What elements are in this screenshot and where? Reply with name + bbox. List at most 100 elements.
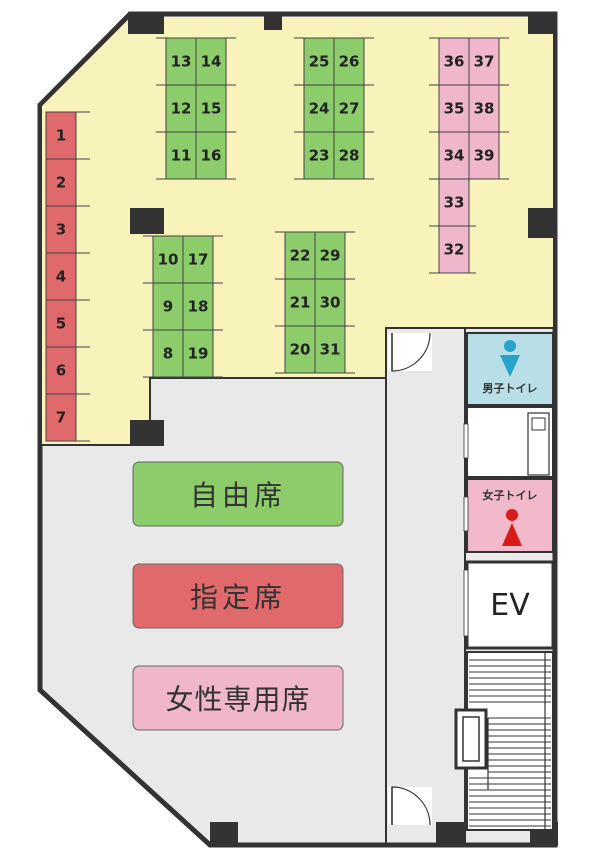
seat[interactable]: 11 bbox=[165, 131, 197, 180]
seat-number: 27 bbox=[339, 100, 360, 118]
seat[interactable]: 5 bbox=[45, 299, 77, 348]
seat[interactable]: 6 bbox=[45, 346, 77, 395]
seat[interactable]: 19 bbox=[182, 329, 214, 378]
pillar bbox=[264, 12, 282, 30]
seat[interactable]: 26 bbox=[333, 37, 365, 86]
seat-box bbox=[333, 84, 365, 133]
female-restroom-icon bbox=[502, 509, 522, 546]
seat[interactable]: 39 bbox=[468, 131, 500, 180]
seat[interactable]: 34 bbox=[438, 131, 470, 180]
male-restroom-icon bbox=[500, 340, 520, 377]
elevator[interactable] bbox=[465, 560, 555, 650]
door-swing-icon bbox=[388, 332, 432, 372]
seat[interactable]: 21 bbox=[284, 278, 316, 327]
door-frame bbox=[463, 496, 469, 532]
sink-basin bbox=[531, 417, 546, 431]
seat-number: 26 bbox=[339, 53, 360, 71]
seat-box bbox=[468, 37, 500, 86]
seat-number: 3 bbox=[56, 221, 66, 239]
seat[interactable]: 1 bbox=[45, 111, 77, 160]
seat-number: 39 bbox=[474, 147, 495, 165]
seat[interactable]: 15 bbox=[195, 84, 227, 133]
seat-number: 19 bbox=[188, 345, 209, 363]
seat[interactable]: 36 bbox=[438, 37, 470, 86]
seat-number: 2 bbox=[56, 174, 66, 192]
seat-number: 22 bbox=[290, 247, 311, 265]
seat[interactable]: 20 bbox=[284, 325, 316, 374]
seat[interactable]: 31 bbox=[314, 325, 346, 374]
seat-box bbox=[303, 84, 335, 133]
seat-box bbox=[45, 393, 77, 442]
seat[interactable]: 8 bbox=[152, 329, 184, 378]
legend: 自由席 指定席 女性専用席 bbox=[132, 461, 344, 731]
seat-number: 10 bbox=[158, 251, 179, 269]
seat[interactable]: 3 bbox=[45, 205, 77, 254]
seat-number: 8 bbox=[163, 345, 173, 363]
seat-number: 14 bbox=[201, 53, 222, 71]
seat[interactable]: 12 bbox=[165, 84, 197, 133]
seat[interactable]: 38 bbox=[468, 84, 500, 133]
seat[interactable]: 25 bbox=[303, 37, 335, 86]
seat-box bbox=[182, 329, 214, 378]
seat[interactable]: 30 bbox=[314, 278, 346, 327]
seat-number: 13 bbox=[171, 53, 192, 71]
legend-reserved-label: 指定席 bbox=[190, 581, 286, 614]
pillar bbox=[130, 208, 164, 234]
pillar bbox=[436, 822, 464, 846]
seat-box bbox=[284, 231, 316, 280]
seat-number: 24 bbox=[309, 100, 330, 118]
legend-free-box bbox=[132, 461, 344, 527]
seat[interactable]: 2 bbox=[45, 158, 77, 207]
pillar bbox=[528, 208, 556, 238]
seat-number: 37 bbox=[474, 53, 495, 71]
seat-number: 17 bbox=[188, 251, 209, 269]
sink bbox=[527, 412, 550, 476]
pillar bbox=[128, 12, 164, 34]
seat-number: 6 bbox=[56, 362, 66, 380]
seat[interactable]: 16 bbox=[195, 131, 227, 180]
seat[interactable]: 10 bbox=[152, 235, 184, 284]
seat-number: 30 bbox=[320, 294, 341, 312]
seat-number: 15 bbox=[201, 100, 222, 118]
legend-free-label: 自由席 bbox=[190, 479, 286, 512]
door-frame bbox=[463, 569, 469, 637]
seat-box bbox=[303, 37, 335, 86]
seat-number: 11 bbox=[171, 147, 192, 165]
seat[interactable]: 14 bbox=[195, 37, 227, 86]
seat[interactable]: 37 bbox=[468, 37, 500, 86]
seat[interactable]: 4 bbox=[45, 252, 77, 301]
seat-number: 12 bbox=[171, 100, 192, 118]
seat[interactable]: 32 bbox=[438, 225, 470, 274]
seat-number: 1 bbox=[56, 127, 66, 145]
seat-number: 16 bbox=[201, 147, 222, 165]
pillar bbox=[210, 822, 238, 846]
seat-box bbox=[333, 37, 365, 86]
seat-number: 36 bbox=[444, 53, 465, 71]
seat[interactable]: 35 bbox=[438, 84, 470, 133]
mens-restroom-label: 男子トイレ bbox=[483, 382, 538, 395]
seat[interactable]: 22 bbox=[284, 231, 316, 280]
seat-number: 28 bbox=[339, 147, 360, 165]
seat[interactable]: 27 bbox=[333, 84, 365, 133]
seat[interactable]: 7 bbox=[45, 393, 77, 442]
seat[interactable]: 28 bbox=[333, 131, 365, 180]
seat[interactable]: 29 bbox=[314, 231, 346, 280]
seat[interactable]: 23 bbox=[303, 131, 335, 180]
facilities: 男子トイレ 女子トイレ EV bbox=[388, 332, 555, 831]
womens-restroom-label: 女子トイレ bbox=[483, 488, 538, 502]
seat[interactable]: 18 bbox=[182, 282, 214, 331]
seat-number: 33 bbox=[444, 194, 465, 212]
legend-women-label: 女性専用席 bbox=[165, 683, 310, 716]
seat[interactable]: 17 bbox=[182, 235, 214, 284]
seat-number: 9 bbox=[163, 298, 173, 316]
seat[interactable]: 24 bbox=[303, 84, 335, 133]
seat-box bbox=[438, 178, 470, 227]
seat-number: 5 bbox=[56, 315, 66, 333]
pillar bbox=[528, 12, 556, 34]
seat[interactable]: 33 bbox=[438, 178, 470, 227]
seat[interactable]: 13 bbox=[165, 37, 197, 86]
door-swing-icon bbox=[388, 786, 432, 826]
seat-number: 35 bbox=[444, 100, 465, 118]
seat[interactable]: 9 bbox=[152, 282, 184, 331]
